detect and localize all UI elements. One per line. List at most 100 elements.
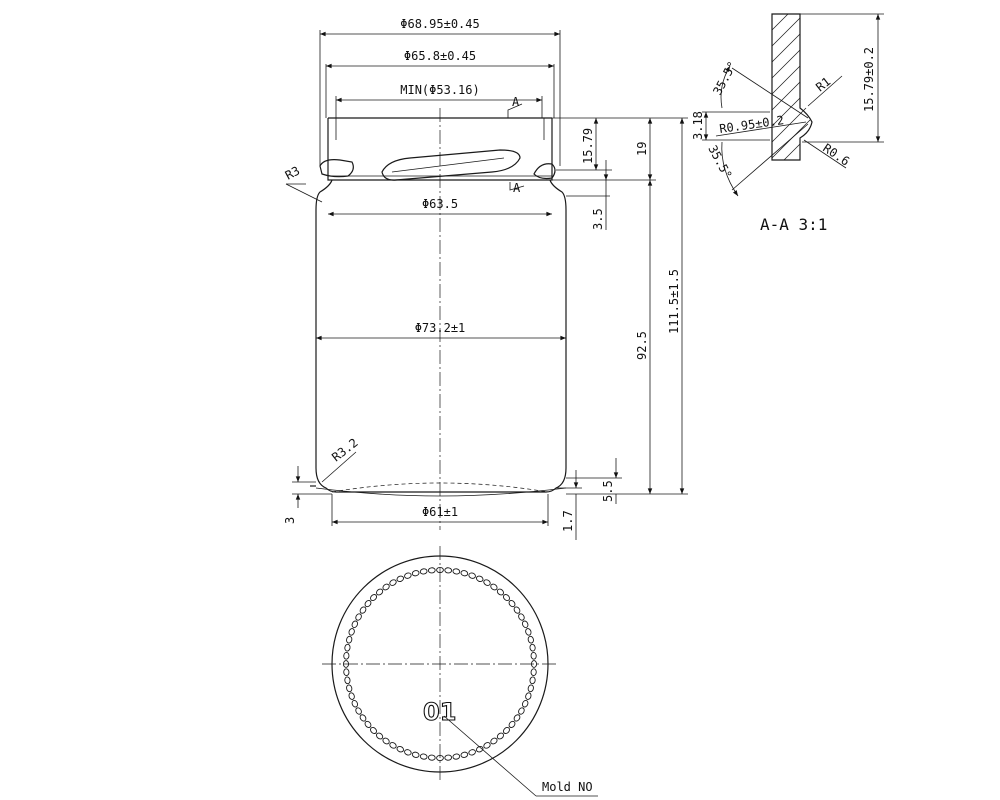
- dim-body-height: 92.5: [635, 331, 649, 360]
- dim-neck: Φ63.5: [422, 197, 458, 211]
- knurl-dot: [490, 737, 498, 745]
- knurl-dot: [529, 676, 536, 685]
- thread-lug-left: [319, 159, 354, 178]
- knurl-dot: [355, 613, 362, 621]
- knurl-dot: [502, 594, 510, 602]
- dim-min-opening: MIN(Φ53.16): [400, 83, 479, 97]
- section-hatching: [771, 13, 811, 161]
- knurl-dot: [389, 742, 397, 749]
- vertical-dimensions: 15.79 19 3.5 92.5 111.5±1.5 5.5 1.7 3: [283, 117, 688, 540]
- mold-number: 01: [423, 698, 456, 726]
- knurl-dot: [348, 628, 355, 636]
- knurl-dot: [525, 692, 532, 700]
- knurl-dot: [496, 732, 504, 740]
- dim-finish-height: 19: [635, 142, 649, 156]
- knurl-dot: [527, 635, 534, 644]
- mold-leader: [443, 715, 537, 797]
- knurl-dot: [490, 583, 498, 591]
- section-angle-top: 35.5°: [710, 59, 739, 97]
- knurl-dot: [364, 720, 372, 728]
- knurl-dot: [404, 749, 412, 756]
- knurl-dot: [396, 745, 404, 753]
- knurl-dot: [359, 714, 367, 722]
- knurl-dot: [411, 570, 420, 577]
- knurl-dot: [508, 720, 516, 728]
- knurl-dot: [389, 579, 397, 586]
- section-wall-profile: [771, 13, 813, 161]
- dim-top-inner: Φ65.8±0.45: [404, 49, 476, 63]
- knurl-dot: [342, 660, 350, 668]
- knurl-dot: [343, 651, 350, 660]
- knurl-dot: [460, 751, 469, 758]
- section-title: A-A 3:1: [760, 215, 827, 234]
- knurl-dot: [364, 600, 372, 608]
- knurl-dot: [355, 707, 362, 715]
- horizontal-dimensions: Φ68.95±0.45 Φ65.8±0.45 MIN(Φ53.16) A A Φ…: [283, 17, 566, 526]
- knurl-dot: [513, 606, 521, 614]
- knurl-dot: [508, 600, 516, 608]
- section-marker-a-bottom: A: [513, 181, 521, 195]
- section-marker-a-top: A: [512, 95, 520, 109]
- knurl-dot: [376, 588, 384, 596]
- knurl-dot: [396, 575, 404, 583]
- knurl-dot: [513, 714, 521, 722]
- knurl-dot: [419, 753, 428, 760]
- dim-left-height: 3: [283, 517, 297, 524]
- dim-base-height: 5.5: [601, 480, 615, 502]
- knurl-dot: [370, 726, 378, 734]
- bottom-outer-circle: [331, 555, 549, 773]
- knurl-dot: [452, 568, 461, 575]
- knurl-dot: [496, 588, 504, 596]
- knurl-dot: [382, 737, 390, 745]
- knurl-dot: [476, 575, 484, 583]
- knurl-dot: [476, 745, 484, 753]
- base-bottom-line: [315, 487, 567, 497]
- knurl-dot: [530, 651, 537, 660]
- knurl-dot: [436, 566, 444, 574]
- knurl-dot: [348, 692, 355, 700]
- knurl-dot: [427, 567, 436, 574]
- section-detail: 15.79±0.2 3.18 35.5° 35.5° R1 R0.95±0.2 …: [691, 13, 884, 234]
- knurl-dot: [346, 684, 353, 693]
- thread-lug-center-inner: [391, 157, 505, 173]
- knurl-dot: [502, 726, 510, 734]
- knurl-dot: [468, 749, 476, 756]
- neck-bead: [327, 168, 553, 181]
- knurl-dot: [483, 742, 491, 749]
- knurl-dot: [427, 754, 436, 761]
- base-knurling-dots: [342, 566, 538, 762]
- knurl-dot: [460, 570, 469, 577]
- knurl-dot: [351, 620, 359, 628]
- section-height-318: 3.18: [691, 111, 705, 140]
- knurl-dot: [521, 620, 529, 628]
- dim-total-height: 111.5±1.5: [667, 269, 681, 334]
- knurl-dot: [483, 579, 491, 586]
- knurl-dot: [376, 732, 384, 740]
- knurl-dot: [518, 707, 525, 715]
- section-angle-bottom: 35.5°: [705, 143, 734, 181]
- knurl-dot: [346, 635, 353, 644]
- jar-elevation: [310, 108, 567, 530]
- dim-thread-height: 15.79: [581, 128, 595, 164]
- knurl-dot: [344, 676, 351, 685]
- dim-radius-base: R3.2: [329, 436, 360, 465]
- section-radius-r1: R1: [813, 74, 833, 94]
- knurl-dot: [530, 660, 538, 668]
- knurl-dot: [419, 568, 428, 575]
- knurl-dot: [468, 572, 476, 579]
- knurl-dot: [343, 668, 350, 677]
- knurl-dot: [436, 754, 444, 762]
- knurl-dot: [411, 751, 420, 758]
- dim-pushup-height: 1.7: [561, 510, 575, 532]
- knurl-dot: [370, 594, 378, 602]
- mold-label: Mold NO: [542, 780, 593, 794]
- knurl-dot: [527, 684, 534, 693]
- knurl-dot: [359, 606, 367, 614]
- dim-radius-shoulder: R3: [283, 164, 302, 183]
- knurl-dot: [525, 628, 532, 636]
- section-radius-r06: R0.6: [820, 141, 852, 169]
- jar-body-outline: [315, 179, 567, 493]
- knurl-dot: [530, 668, 537, 677]
